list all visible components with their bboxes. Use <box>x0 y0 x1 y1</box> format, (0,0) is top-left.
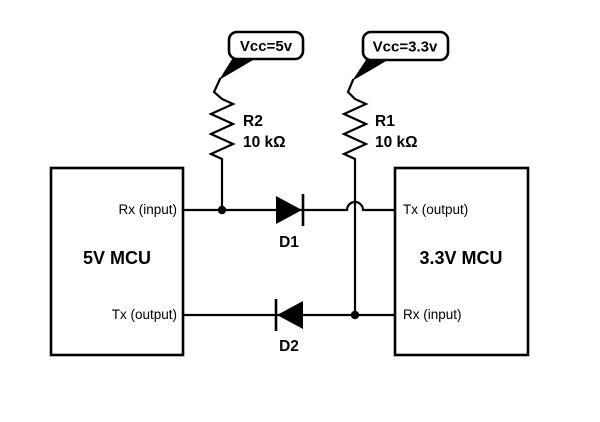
vcc-5v-callout-label: Vcc=5v <box>240 38 293 55</box>
vcc-3v3-callout-box <box>361 30 450 62</box>
resistor-r2-ref-label: R2 <box>243 113 263 130</box>
diode-d1-symbol <box>276 194 305 226</box>
mcu-5v-box <box>49 166 185 357</box>
diode-d1-anode-triangle <box>276 196 302 224</box>
junction-dot-r2-top-wire <box>217 205 227 215</box>
vcc-3v3-callout-tail <box>352 57 393 81</box>
resistor-r2-value-label: 10 kΩ <box>243 134 286 151</box>
resistor-r1-symbol <box>341 78 369 317</box>
mcu-5v-pin-tx-label: Tx (output) <box>112 307 177 322</box>
mcu-5v-title: 5V MCU <box>83 248 151 268</box>
vcc-3v3-callout: Vcc=3.3v <box>352 30 450 81</box>
junction-dot-r1-bottom-wire <box>350 310 360 320</box>
resistor-r2-symbol <box>208 77 236 212</box>
mcu-3v3-box <box>393 166 530 357</box>
diode-d1-label: D1 <box>279 234 299 251</box>
resistor-r1-value-label: 10 kΩ <box>375 134 418 151</box>
mcu-3v3-title: 3.3V MCU <box>419 248 502 268</box>
resistor-r1-ref-label: R1 <box>375 113 395 130</box>
diode-d2-symbol <box>274 299 303 331</box>
vcc-5v-callout: Vcc=5v <box>219 30 305 80</box>
mcu-3v3-pin-rx-label: Rx (input) <box>403 307 462 322</box>
diode-d2-anode-triangle <box>277 301 303 329</box>
vcc-5v-callout-tail <box>219 56 260 80</box>
vcc-5v-callout-box <box>227 30 305 61</box>
mcu-3v3-pin-tx-label: Tx (output) <box>403 202 468 217</box>
vcc-3v3-callout-label: Vcc=3.3v <box>373 39 438 56</box>
diode-d2-label: D2 <box>279 338 299 355</box>
mcu-5v-pin-rx-label: Rx (input) <box>118 202 177 217</box>
